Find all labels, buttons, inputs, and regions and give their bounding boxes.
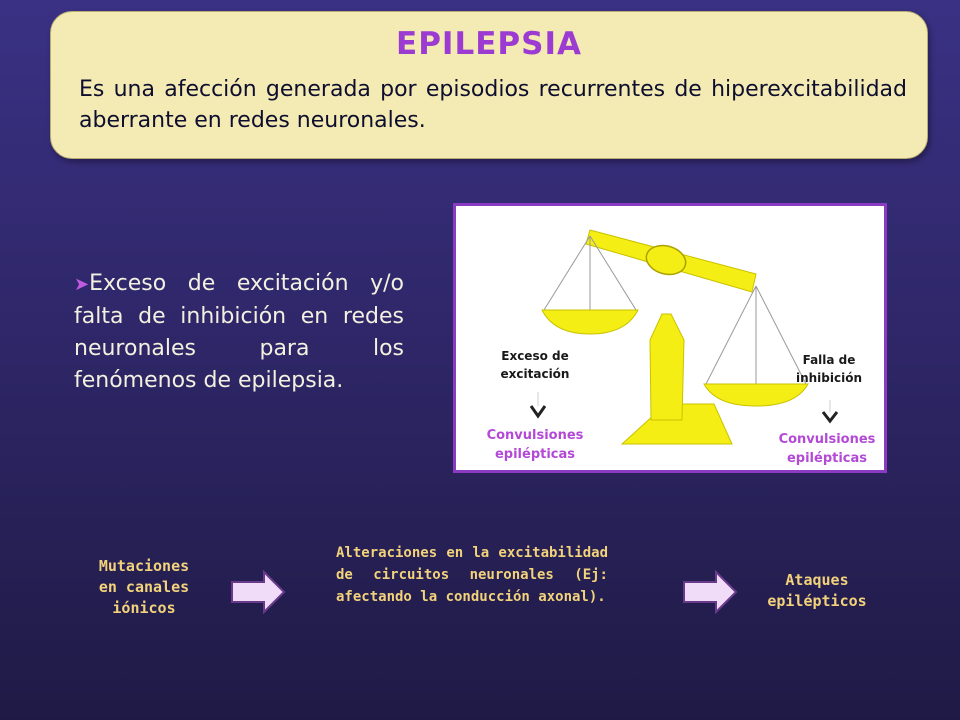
definition-box: EPILEPSIA Es una afección generada por e… — [50, 11, 928, 159]
flow-arrow-icon — [683, 570, 738, 614]
scale-pillar — [649, 313, 685, 421]
right-pan-strings — [705, 285, 807, 385]
flow-step-mutations: Mutaciones en canales iónicos — [98, 557, 190, 617]
right-result-label: Convulsiones epilépticas — [778, 432, 876, 466]
balance-scale-illustration — [529, 229, 839, 445]
left-cause-label: Exceso de excitación — [500, 349, 570, 381]
page-title: EPILEPSIA — [396, 26, 582, 62]
bullet-point: ➤Exceso de excitación y/o falta de inhib… — [74, 268, 404, 397]
left-pan — [541, 309, 639, 335]
definition-text: Es una afección generada por episodios r… — [79, 77, 907, 133]
right-pan — [703, 383, 809, 407]
scale-pivot — [645, 244, 687, 276]
right-down-arrow-icon — [821, 411, 839, 424]
flow-step-alterations: Alteraciones en la excitabilidad de circ… — [336, 545, 608, 605]
arrow-bullet-icon: ➤ — [74, 274, 90, 295]
flow-arrow-icon — [231, 570, 286, 614]
balance-scale-figure: Exceso de excitación Falla de inhibición… — [453, 203, 887, 473]
bullet-text: Exceso de excitación y/o falta de inhibi… — [74, 271, 404, 393]
flow-step-seizures: Ataques epilépticos — [767, 571, 867, 610]
left-pan-strings — [543, 235, 637, 311]
right-cause-label: Falla de inhibición — [795, 353, 863, 385]
left-result-label: Convulsiones epilépticas — [486, 428, 584, 462]
left-down-arrow-icon — [529, 405, 547, 419]
